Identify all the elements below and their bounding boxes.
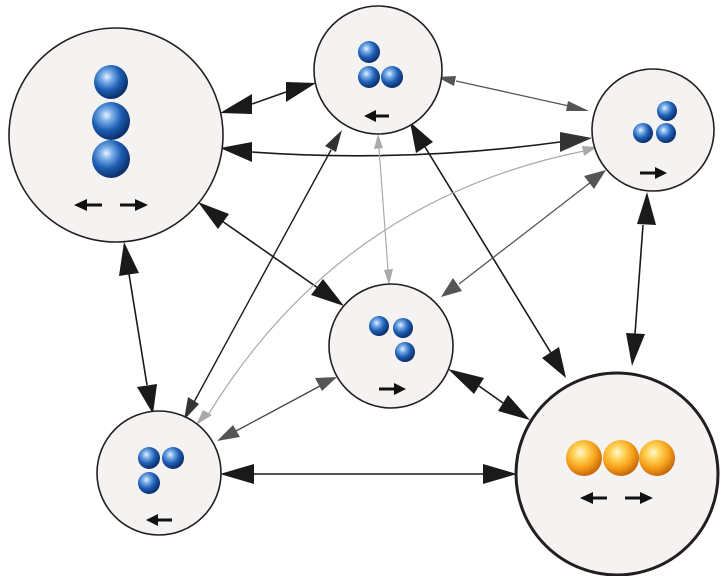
node-triangle-top bbox=[313, 5, 443, 135]
particle-icon bbox=[162, 447, 184, 469]
particle-icon bbox=[138, 447, 160, 469]
node-horizontal-three bbox=[514, 371, 720, 576]
particle-icon bbox=[138, 472, 160, 494]
particle-icon bbox=[603, 440, 639, 476]
edge-triangle-right-bent-center bbox=[441, 170, 606, 297]
edge-bent-center-triangle-bottom-left bbox=[217, 377, 337, 441]
particle-icon bbox=[393, 318, 413, 338]
particle-icon bbox=[358, 66, 380, 88]
edge-triangle-top-bent-center bbox=[374, 134, 393, 285]
particle-icon bbox=[633, 123, 653, 143]
edge-triangle-top-triangle-bottom-left bbox=[184, 130, 342, 420]
edge-vertical-three-bent-center bbox=[198, 202, 344, 306]
edge-bent-center-horizontal-three bbox=[448, 369, 530, 420]
particle-icon bbox=[92, 140, 130, 178]
particle-icon bbox=[639, 440, 675, 476]
right-arrow-icon bbox=[120, 199, 148, 211]
right-arrow-icon bbox=[379, 383, 406, 395]
edge-triangle-right-triangle-bottom-left bbox=[196, 146, 597, 425]
particle-icon bbox=[566, 440, 602, 476]
node-bent-center bbox=[328, 283, 454, 409]
particle-icon bbox=[657, 101, 677, 121]
edge-triangle-top-horizontal-three bbox=[410, 122, 566, 378]
left-arrow-icon bbox=[364, 110, 389, 122]
left-arrow-icon bbox=[580, 492, 607, 504]
particle-icon bbox=[369, 316, 389, 336]
particle-icon bbox=[94, 65, 128, 99]
node-triangle-bottom-left bbox=[96, 410, 222, 536]
edges-layer bbox=[119, 76, 656, 484]
right-arrow-icon bbox=[625, 492, 653, 504]
particle-icon bbox=[92, 102, 130, 140]
edge-vertical-three-triangle-bottom-left bbox=[119, 242, 157, 414]
particle-icon bbox=[395, 342, 415, 362]
node-vertical-three bbox=[8, 27, 224, 243]
node-triangle-right bbox=[591, 68, 715, 192]
edge-triangle-top-triangle-right bbox=[437, 76, 589, 111]
left-arrow-icon bbox=[74, 199, 102, 211]
left-arrow-icon bbox=[146, 514, 172, 526]
right-arrow-icon bbox=[640, 167, 667, 179]
edge-triangle-bottom-left-horizontal-three bbox=[220, 464, 517, 484]
particle-icon bbox=[656, 123, 676, 143]
particle-icon bbox=[381, 66, 403, 88]
edge-triangle-right-horizontal-three bbox=[626, 192, 656, 366]
edge-vertical-three-triangle-top bbox=[220, 82, 316, 114]
edge-vertical-three-triangle-right bbox=[220, 132, 592, 162]
particle-icon bbox=[358, 41, 380, 63]
